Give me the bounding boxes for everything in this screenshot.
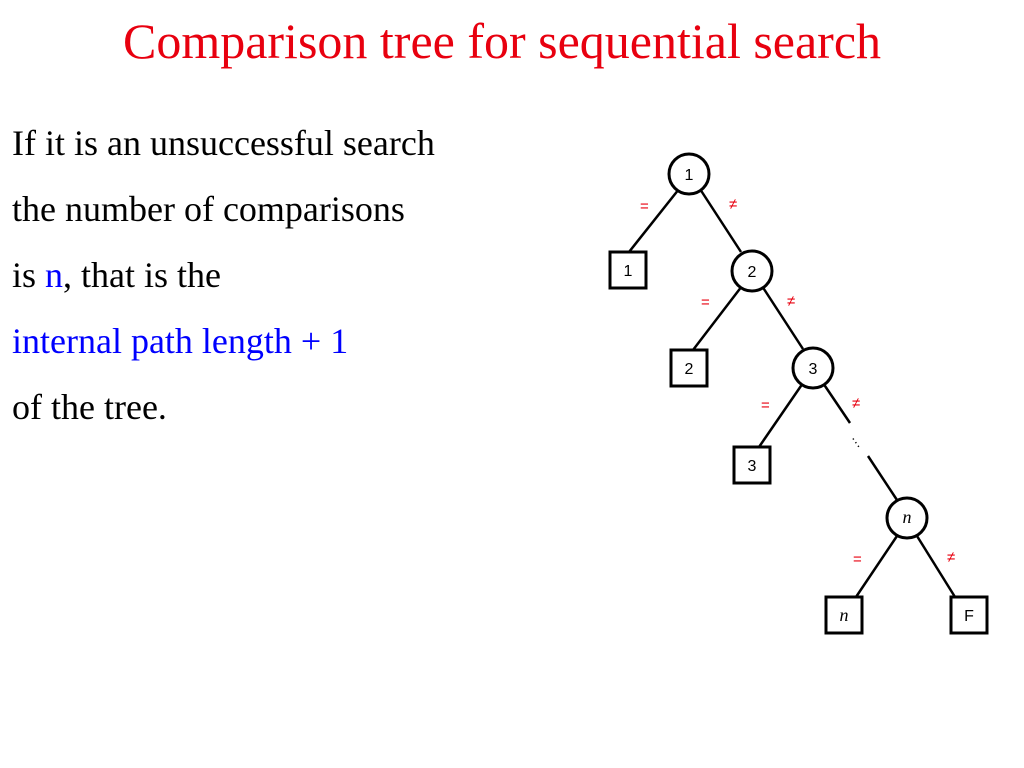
tree-edge xyxy=(915,535,957,598)
leaf-node-2: 2 xyxy=(669,348,709,388)
svg-text:2: 2 xyxy=(685,361,694,378)
body-line-3: is n, that is the xyxy=(12,242,435,308)
leaf-node-f: F xyxy=(949,595,989,635)
body-line-5: of the tree. xyxy=(12,387,167,427)
leaf-node-3: 3 xyxy=(732,445,772,485)
svg-text:1: 1 xyxy=(685,167,694,184)
tree-edge xyxy=(866,455,899,501)
tree-ellipsis: … xyxy=(849,430,870,451)
edge-label-not-equal: ≠ xyxy=(787,293,795,310)
body-line-1: If it is an unsuccessful search xyxy=(12,123,435,163)
edge-label-equal: = xyxy=(761,397,770,414)
svg-text:F: F xyxy=(964,608,974,625)
tree-edge xyxy=(760,285,805,350)
svg-text:n: n xyxy=(903,507,912,527)
tree-edge xyxy=(757,382,805,448)
svg-text:n: n xyxy=(840,605,849,625)
edge-label-not-equal: ≠ xyxy=(947,549,955,566)
internal-node-1: 1 xyxy=(667,152,711,196)
tree-edge xyxy=(692,285,743,351)
body-line-4: internal path length + 1 xyxy=(12,321,349,361)
leaf-node-n: n xyxy=(824,595,864,635)
tree-edge xyxy=(821,382,852,424)
body-line-3-highlight: n xyxy=(45,255,64,295)
edge-label-equal: = xyxy=(701,294,710,311)
body-line-3-prefix: is xyxy=(12,255,46,295)
internal-node-3: 3 xyxy=(791,346,835,390)
tree-edge xyxy=(628,188,680,253)
edge-label-not-equal: ≠ xyxy=(729,196,737,213)
body-line-3-suffix: , that is the xyxy=(63,255,221,295)
svg-text:3: 3 xyxy=(748,458,757,475)
tree-edge xyxy=(698,188,743,253)
edge-label-not-equal: ≠ xyxy=(852,395,860,412)
svg-text:2: 2 xyxy=(748,264,757,281)
svg-text:3: 3 xyxy=(809,361,818,378)
edge-label-equal: = xyxy=(853,551,862,568)
leaf-node-1: 1 xyxy=(608,250,648,290)
tree-edge xyxy=(854,535,899,598)
internal-node-2: 2 xyxy=(730,249,774,293)
edge-label-equal: = xyxy=(640,198,649,215)
body-line-2: the number of comparisons xyxy=(12,189,405,229)
body-text: If it is an unsuccessful search the numb… xyxy=(12,110,435,440)
internal-node-n: n xyxy=(885,496,929,540)
svg-text:1: 1 xyxy=(624,263,633,280)
slide-title: Comparison tree for sequential search xyxy=(122,13,882,69)
